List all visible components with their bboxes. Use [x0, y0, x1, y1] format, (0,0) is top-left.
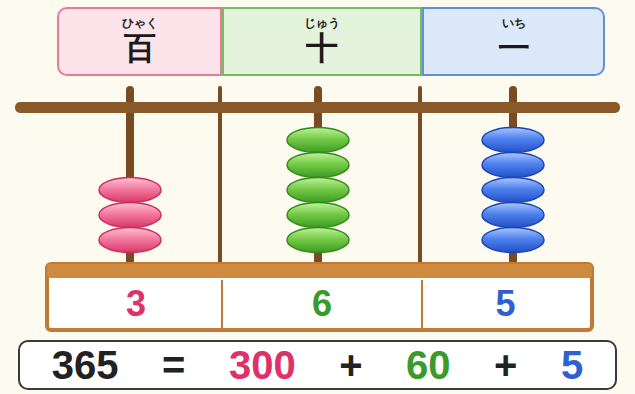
bead	[287, 228, 349, 253]
equation-part: +	[494, 345, 517, 385]
equation-part: =	[162, 345, 185, 385]
bead	[482, 228, 544, 253]
digit-label: 3	[126, 286, 146, 322]
base-rail	[47, 264, 592, 278]
place-kanji: 百	[124, 30, 156, 67]
bead	[99, 228, 161, 253]
bead	[482, 153, 544, 178]
bead	[287, 128, 349, 153]
bead	[287, 203, 349, 228]
equation-part: 60	[406, 345, 451, 385]
bead	[287, 178, 349, 203]
divider-rod	[218, 86, 222, 268]
digit-cell: 3	[51, 280, 221, 328]
equation-part: 365	[52, 345, 119, 385]
bead	[482, 178, 544, 203]
equation-box: 365 = 300 +60 +5	[18, 340, 617, 390]
place-kanji: 十	[306, 30, 338, 67]
furigana: ひゃく	[122, 16, 158, 30]
bead	[482, 128, 544, 153]
equation-part: 300	[229, 345, 296, 385]
digit-label: 5	[495, 286, 515, 322]
bead	[482, 203, 544, 228]
place-header-box: ひゃく百	[57, 7, 222, 76]
furigana: いち	[502, 16, 526, 30]
divider-rod	[418, 86, 422, 268]
digit-cell: 5	[421, 280, 588, 328]
bead	[99, 203, 161, 228]
bead	[287, 153, 349, 178]
digit-cell: 6	[221, 280, 421, 328]
place-header-box: いち一	[422, 7, 605, 76]
place-header-box: じゅう十	[222, 7, 422, 76]
place-kanji: 一	[498, 30, 530, 67]
equation-part: 5	[561, 345, 583, 385]
bead	[99, 178, 161, 203]
top-bar	[15, 102, 620, 113]
furigana: じゅう	[304, 16, 340, 30]
equation-part: +	[339, 345, 362, 385]
digit-label: 6	[312, 286, 332, 322]
base-frame	[47, 264, 592, 330]
